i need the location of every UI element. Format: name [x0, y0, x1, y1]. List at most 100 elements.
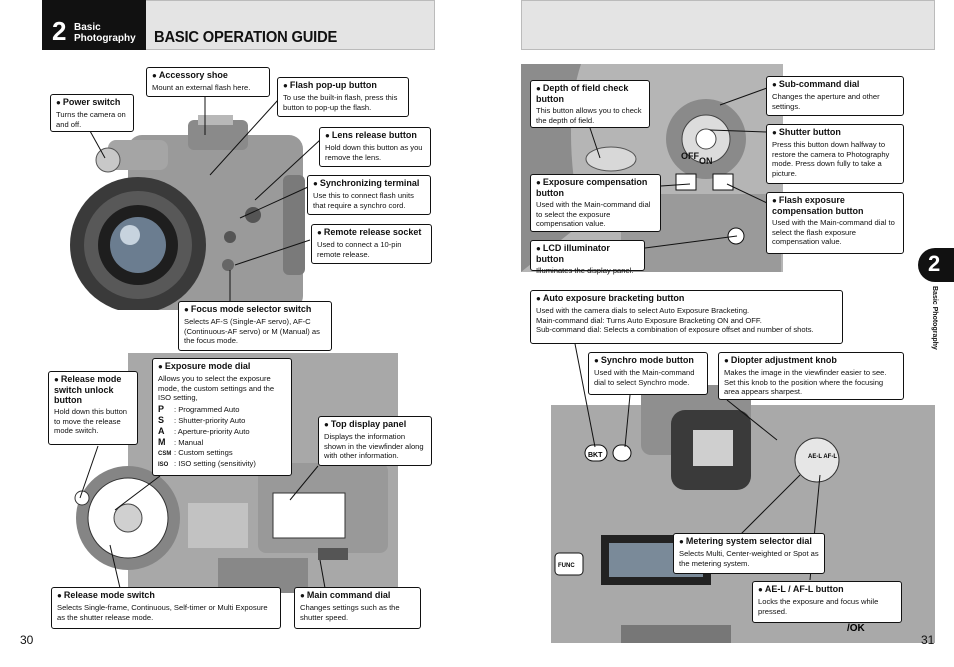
mode-key: ISO [158, 461, 169, 468]
callout-title: Focus mode selector switch [184, 304, 327, 315]
callout-top-display: Top display panel Displays the informati… [318, 416, 432, 466]
mode-key: S [158, 414, 165, 425]
callout-title: Exposure mode dial [158, 361, 287, 372]
callout-desc: Changes settings such as the shutter spe… [300, 603, 400, 622]
callout-flash-exposure-compensation: Flash exposure compensation button Used … [766, 192, 904, 254]
ael-label: AE-L AF-L [808, 454, 837, 460]
callout-lens-release: Lens release button Hold down this butto… [319, 127, 431, 167]
chapter-number: 2 [52, 16, 67, 46]
page-title: BASIC OPERATION GUIDE [154, 29, 338, 46]
mode-key: CSM [158, 450, 172, 457]
mode-key: P [158, 403, 165, 414]
chapter-tab: 2 Basic Photography [42, 0, 146, 50]
callout-power-switch: Power switch Turns the camera on and off… [50, 94, 134, 132]
callout-title: Lens release button [325, 130, 426, 141]
callout-desc: Hold down this button to move the releas… [54, 407, 128, 436]
callout-exposure-mode-dial: Exposure mode dial Allows you to select … [152, 358, 292, 476]
mode-label: : Programmed Auto [174, 404, 240, 414]
callout-desc: Locks the exposure and focus while press… [758, 597, 879, 616]
callout-title: Top display panel [324, 419, 427, 430]
callout-dof-check: Depth of field check button This button … [530, 80, 650, 128]
callout-metering-selector: Metering system selector dial Selects Mu… [673, 533, 825, 574]
callout-title: Release mode switch unlock button [54, 374, 133, 405]
callout-desc: Selects Single-frame, Continuous, Self-t… [57, 603, 268, 622]
callout-release-mode-switch: Release mode switch Selects Single-frame… [51, 587, 281, 629]
callout-diopter-knob: Diopter adjustment knob Makes the image … [718, 352, 904, 400]
callout-title: LCD illuminator button [536, 243, 640, 264]
callout-desc: Hold down this button as you remove the … [325, 143, 423, 162]
mode-label: : Custom settings [174, 447, 233, 457]
callout-desc: Used with the camera dials to select Aut… [536, 306, 814, 335]
callout-title: Accessory shoe [152, 70, 265, 81]
side-chapter-label: Basic Photography [931, 286, 938, 350]
off-label: OFF [681, 151, 699, 161]
callout-ael-afl: AE-L / AF-L button Locks the exposure an… [752, 581, 902, 623]
mode-label: : Shutter-priority Auto [174, 415, 246, 425]
callout-title: Exposure compensation button [536, 177, 656, 198]
callout-desc: Used with the Main-command dial to selec… [594, 368, 695, 387]
page-number-left: 30 [20, 633, 34, 647]
callout-lcd-illuminator: LCD illuminator button Illuminates the d… [530, 240, 645, 275]
callout-desc: Makes the image in the viewfinder easier… [724, 368, 887, 397]
exposure-mode-list: P : Programmed Auto S : Shutter-priority A… [158, 404, 287, 470]
callout-accessory-shoe: Accessory shoe Mount an external flash h… [146, 67, 270, 97]
mode-item: M : Manual [158, 437, 287, 448]
mode-item: S : Shutter-priority Auto [158, 415, 287, 426]
callout-desc: Changes the aperture and other settings. [772, 92, 880, 111]
callout-shutter-button: Shutter button Press this button down ha… [766, 124, 904, 184]
callout-title: Diopter adjustment knob [724, 355, 899, 366]
callout-synchro-mode: Synchro mode button Used with the Main-c… [588, 352, 708, 395]
callout-title: Flash pop-up button [283, 80, 404, 91]
mode-key: A [158, 425, 165, 436]
callout-focus-mode: Focus mode selector switch Selects AF-S … [178, 301, 332, 351]
callout-ae-bracketing: Auto exposure bracketing button Used wit… [530, 290, 843, 344]
callout-remote-socket: Remote release socket Used to connect a … [311, 224, 432, 264]
callout-desc: Mount an external flash here. [152, 83, 251, 92]
right-page-header-bar [521, 0, 935, 50]
callout-title: Main command dial [300, 590, 416, 601]
callout-desc: Used with the Main-command dial to selec… [772, 218, 895, 247]
page-number-right: 31 [921, 633, 935, 647]
callout-title: Auto exposure bracketing button [536, 293, 838, 304]
callout-title: Shutter button [772, 127, 899, 138]
mode-label: : Manual [174, 437, 204, 447]
mode-item: P : Programmed Auto [158, 404, 287, 415]
mode-item: ISO : ISO setting (sensitivity) [158, 459, 287, 470]
callout-title: Synchro mode button [594, 355, 703, 366]
callout-title: AE-L / AF-L button [758, 584, 897, 595]
chapter-section-label: Basic Photography [74, 22, 136, 44]
callout-desc: Used to connect a 10-pin remote release. [317, 240, 402, 259]
callout-desc: Press this button down halfway to restor… [772, 140, 890, 178]
bkt-label: BKT [588, 452, 603, 459]
callout-title: Release mode switch [57, 590, 276, 601]
on-label: ON [699, 156, 713, 166]
callout-desc: This button allows you to check the dept… [536, 106, 642, 125]
callout-desc: Displays the information shown in the vi… [324, 432, 424, 461]
camera-front-photo [58, 115, 308, 310]
callout-title: Metering system selector dial [679, 536, 820, 547]
callout-desc: Turns the camera on and off. [56, 110, 126, 129]
callout-title: Remote release socket [317, 227, 427, 238]
mode-item: A : Aperture-priority Auto [158, 426, 287, 437]
func-label: FUNC [558, 563, 575, 569]
mode-label: : Aperture-priority Auto [174, 426, 250, 436]
callout-title: Power switch [56, 97, 129, 108]
callout-desc: Illuminates the display panel. [536, 266, 634, 275]
callout-desc: Allows you to select the exposure mode, … [158, 374, 275, 403]
callout-title: Flash exposure compensation button [772, 195, 899, 216]
callout-title: Synchronizing terminal [313, 178, 426, 189]
callout-sync-terminal: Synchronizing terminal Use this to conne… [307, 175, 431, 215]
mode-key: M [158, 436, 166, 447]
ok-label: /OK [847, 623, 866, 634]
callout-desc: To use the built-in flash, press this bu… [283, 93, 398, 112]
callout-release-unlock: Release mode switch unlock button Hold d… [48, 371, 138, 445]
callout-desc: Use this to connect flash units that req… [313, 191, 414, 210]
callout-exposure-compensation: Exposure compensation button Used with t… [530, 174, 661, 232]
callout-desc: Used with the Main-command dial to selec… [536, 200, 651, 229]
callout-desc: Selects AF-S (Single-AF servo), AF-C (Co… [184, 317, 320, 346]
callout-main-command-dial: Main command dial Changes settings such … [294, 587, 421, 629]
callout-title: Sub-command dial [772, 79, 899, 90]
callout-sub-command-dial: Sub-command dial Changes the aperture an… [766, 76, 904, 116]
mode-label: : ISO setting (sensitivity) [174, 458, 256, 468]
side-chapter-tab: 2 [918, 248, 954, 282]
